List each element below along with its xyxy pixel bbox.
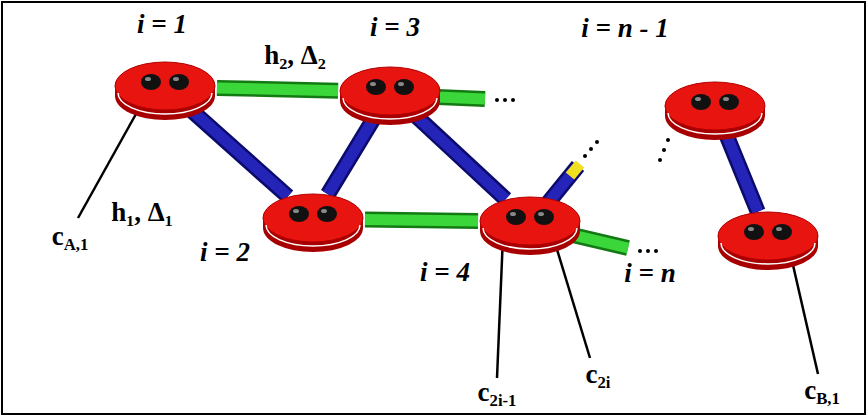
site-disc	[716, 208, 820, 272]
bond-bar	[328, 116, 375, 194]
site-index: i = n - 1	[581, 13, 668, 44]
bond-bar	[217, 88, 338, 91]
bond-bar	[414, 114, 505, 199]
site-index: i = 4	[420, 257, 470, 288]
site-disc	[113, 58, 217, 122]
bond-bar	[190, 109, 288, 196]
lattice-site: i = 2	[261, 190, 365, 254]
open-bond	[390, 95, 628, 248]
site-index: i = 3	[370, 12, 420, 43]
bond-bar	[365, 220, 478, 222]
lattice-site: i = 1	[113, 58, 217, 122]
site-index: i = 2	[200, 237, 250, 268]
site-disc	[261, 190, 365, 254]
majorana-operator: c2i	[585, 359, 610, 394]
majorana-operator: cA,1	[52, 221, 89, 256]
lattice-site: i = n - 1	[663, 78, 767, 142]
site-disc	[663, 78, 767, 142]
site-disc	[478, 193, 582, 257]
majorana-operator: c2i-1	[478, 377, 517, 412]
site-disc	[338, 63, 442, 127]
coupling-label: h₂, Δ₂	[264, 40, 326, 71]
leader-arrow	[78, 96, 818, 378]
majorana-operator: cB,1	[804, 375, 840, 410]
lattice-site: i = 4	[478, 193, 582, 257]
bond-bar	[725, 132, 758, 212]
site-index: i = 1	[137, 9, 187, 40]
lattice-site: i = n	[716, 208, 820, 272]
coupling-label: h₁, Δ₁	[111, 197, 173, 228]
site-index: i = n	[624, 258, 675, 289]
lattice-site: i = 3	[338, 63, 442, 127]
